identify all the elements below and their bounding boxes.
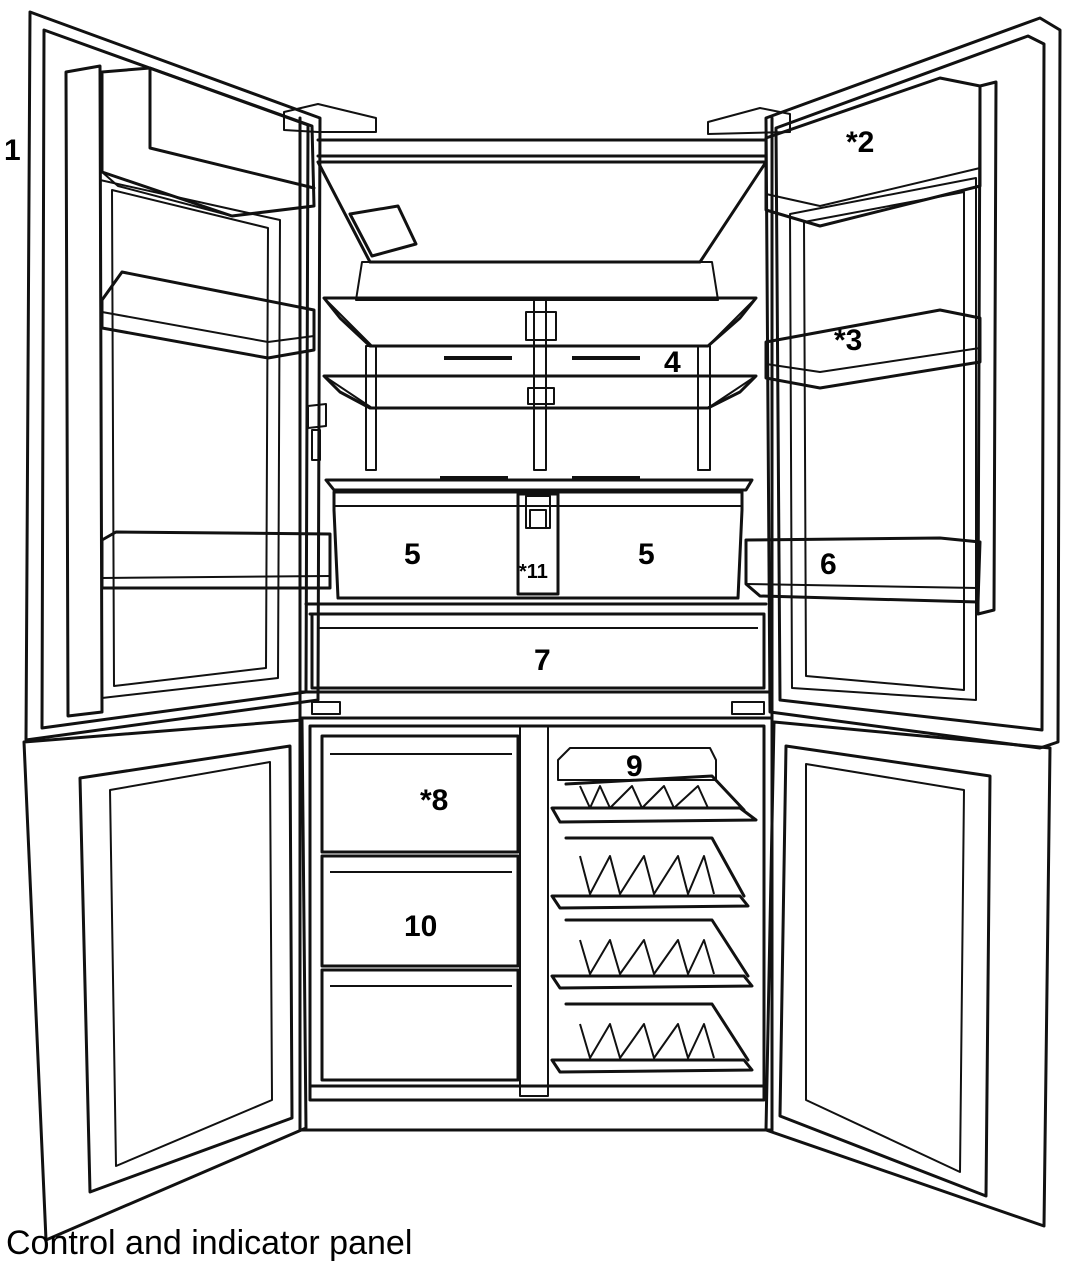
full-width-drawer: [298, 612, 774, 720]
callout-10: 10: [404, 910, 437, 943]
callout-2: *2: [846, 126, 874, 159]
callout-5-right: 5: [638, 538, 655, 571]
callout-11: *11: [519, 561, 548, 583]
callout-5-left: 5: [404, 538, 421, 571]
right-upper-door: [744, 16, 1062, 750]
callout-8: *8: [420, 784, 448, 817]
left-lower-door: [22, 718, 308, 1242]
shelves: [322, 296, 758, 471]
callout-3: *3: [834, 324, 862, 357]
cabinet: [283, 103, 791, 1132]
callouts: 1 *2 *3 4 5 5 6 7 *8 9 10 *11: [4, 126, 874, 943]
callout-6: 6: [820, 548, 837, 581]
freezer-compartment: [308, 724, 766, 1102]
left-upper-door: [24, 10, 332, 742]
caption-text: Control and indicator panel: [6, 1224, 413, 1262]
callout-7: 7: [534, 644, 551, 677]
callout-4: 4: [664, 346, 681, 379]
right-lower-door: [764, 720, 1052, 1228]
callout-1: 1: [4, 134, 21, 167]
crisper-area: [304, 476, 768, 616]
callout-9: 9: [626, 750, 643, 783]
